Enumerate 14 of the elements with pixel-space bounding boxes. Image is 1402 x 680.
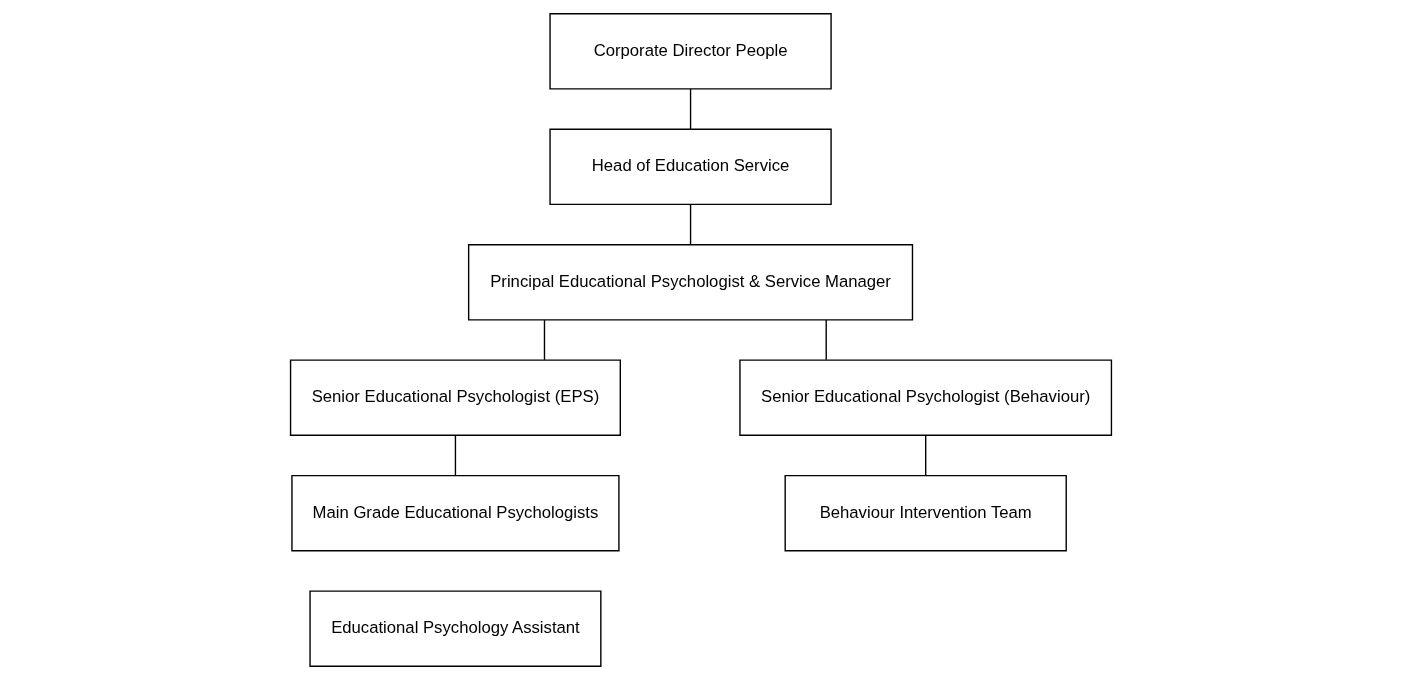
- node-box: Main Grade Educational Psychologists: [291, 474, 620, 552]
- node-box: Behaviour Intervention Team: [784, 474, 1067, 552]
- node-box: Educational Psychology Assistant: [309, 590, 602, 667]
- node-box: Senior Educational Psychologist (Behaviour): [739, 359, 1113, 436]
- connector: [543, 319, 546, 361]
- node-box: Senior Educational Psychologist (EPS): [289, 359, 621, 436]
- node-box: Head of Education Service: [549, 128, 832, 206]
- connector: [925, 434, 927, 476]
- connector: [689, 88, 692, 130]
- node-box: Corporate Director People: [549, 13, 832, 90]
- connector: [689, 203, 692, 246]
- connector: [825, 319, 827, 361]
- connector: [454, 434, 457, 476]
- node-box: Principal Educational Psychologist & Service Manager: [467, 244, 914, 321]
